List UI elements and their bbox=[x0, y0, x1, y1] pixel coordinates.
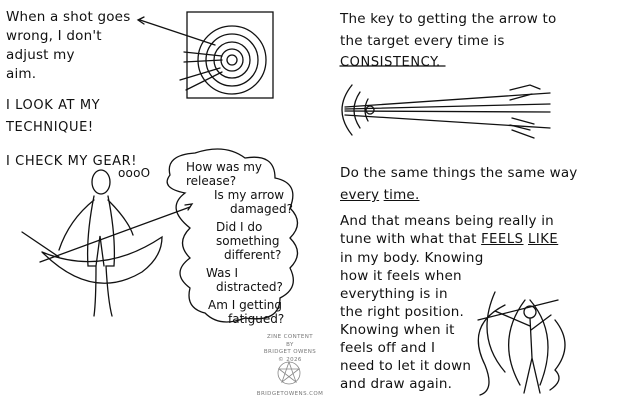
thought-dots: oooO bbox=[118, 166, 151, 180]
feel-line: And that means being really in bbox=[340, 213, 554, 229]
arrows-in-target-drawing bbox=[341, 84, 551, 139]
credit-line: © 2026 bbox=[278, 356, 302, 363]
pentacle-logo bbox=[277, 360, 301, 385]
credit-website: BRIDGETOWENS.COM bbox=[256, 391, 324, 397]
feel-line: need to let it down bbox=[340, 358, 472, 374]
credit-line: BY bbox=[286, 341, 294, 348]
gear-text: I CHECK MY GEAR! bbox=[6, 154, 138, 169]
intro-line: adjust my bbox=[6, 47, 75, 63]
bubble-line: Did I do bbox=[216, 220, 263, 234]
feel-line: everything is in bbox=[340, 286, 448, 302]
key-line: The key to getting the arrow to bbox=[340, 11, 557, 27]
technique-line: I LOOK AT MY bbox=[6, 98, 101, 113]
stick-figure-archer bbox=[21, 169, 194, 317]
key-text: The key to getting the arrow to the targe… bbox=[340, 8, 556, 74]
bubble-line: different? bbox=[224, 248, 282, 262]
technique-line: TECHNIQUE! bbox=[6, 120, 94, 135]
time-word: time. bbox=[383, 187, 420, 203]
bubble-line: How was my bbox=[186, 160, 263, 174]
feel-line: how it feels when bbox=[340, 268, 462, 284]
bubble-line: release? bbox=[186, 174, 237, 188]
intro-line: aim. bbox=[6, 66, 37, 82]
feel-line: in my body. Knowing bbox=[340, 250, 484, 266]
technique-text: I LOOK AT MY TECHNIQUE! bbox=[6, 95, 100, 139]
bubble-line: Was I bbox=[206, 266, 239, 280]
intro-line: When a shot goes bbox=[6, 9, 131, 25]
feel-line: the right position. bbox=[340, 304, 465, 320]
credit-line: ZINE CONTENT bbox=[266, 334, 314, 340]
like-word: LIKE bbox=[528, 232, 559, 247]
same-line: Do the same things the same way bbox=[340, 165, 578, 181]
feel-line: Knowing when it bbox=[340, 322, 455, 338]
thought-bubble bbox=[166, 148, 299, 323]
bubble-line: Am I getting bbox=[208, 298, 283, 312]
feel-line: feels off and I bbox=[340, 340, 436, 356]
intro-text: When a shot goes wrong, I don't adjust my a… bbox=[6, 8, 130, 84]
archer-figure-drawing bbox=[477, 291, 566, 396]
bubble-line: damaged? bbox=[230, 202, 293, 216]
feel-line: tune with what that bbox=[340, 231, 477, 247]
feel-line: and draw again. bbox=[340, 376, 453, 392]
bubble-line: fatigued? bbox=[228, 312, 285, 326]
feels-word: FEELS bbox=[481, 232, 524, 247]
intro-line: wrong, I don't bbox=[6, 28, 102, 44]
target-drawing bbox=[136, 11, 274, 99]
credit-line: BRIDGET OWENS bbox=[263, 349, 317, 355]
same-text: Do the same things the same way every tim… bbox=[340, 162, 578, 206]
key-line: the target every time is bbox=[340, 33, 505, 49]
consistency-text: CONSISTENCY. bbox=[340, 55, 441, 70]
bubble-line: something bbox=[216, 234, 280, 248]
bubble-line: Is my arrow bbox=[214, 188, 285, 202]
feel-text: And that means being really in tune with … bbox=[340, 212, 558, 393]
every-word: every bbox=[340, 187, 380, 203]
bubble-line: distracted? bbox=[216, 280, 283, 294]
